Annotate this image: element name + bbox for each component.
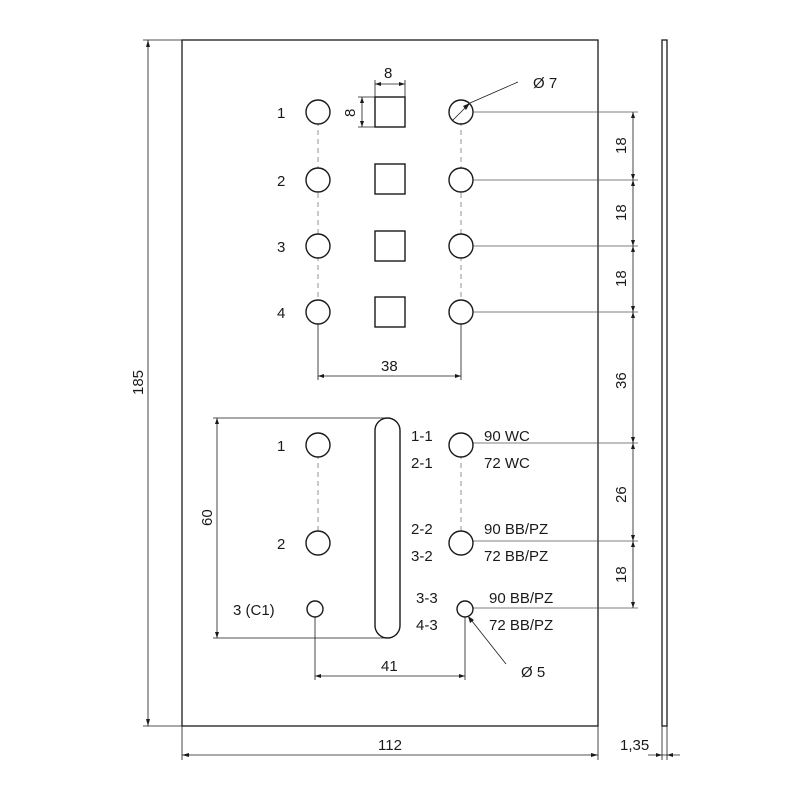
hole-left-row-4 [305, 299, 331, 325]
dia5-leader [467, 615, 507, 665]
arrow [631, 541, 635, 547]
hole-lower-left-1 [305, 432, 331, 458]
arrow [631, 180, 635, 186]
arrow [656, 753, 662, 757]
arrow [146, 719, 150, 726]
arrow [360, 121, 364, 127]
square-width-label: 8 [384, 65, 392, 82]
hole-lower-right-2 [448, 530, 474, 556]
pos2-label-a: 2-2 [411, 521, 433, 538]
hole-left-row-3 [305, 233, 331, 259]
square-row-2 [374, 163, 406, 195]
arrow [631, 112, 635, 118]
arrow [631, 535, 635, 541]
arrow [468, 616, 474, 623]
lower-left-label-3: 3 (C1) [233, 602, 275, 619]
pos2-label-b: 3-2 [411, 548, 433, 565]
dia7-label: Ø 7 [533, 75, 557, 92]
hole-lower-left-3 [306, 600, 324, 618]
lower-spacing-label-1: 26 [613, 486, 630, 503]
pos2-type-b: 72 BB/PZ [484, 548, 548, 565]
hole-right-row-3 [448, 233, 474, 259]
total-height-label: 185 [130, 370, 147, 395]
pos3-label-b: 4-3 [416, 617, 438, 634]
arrow [463, 103, 470, 110]
pos3-type-a: 90 BB/PZ [489, 590, 553, 607]
pos1-label-b: 2-1 [411, 455, 433, 472]
column-spacing-top-label: 38 [381, 358, 398, 375]
arrow [215, 418, 219, 424]
upper-row-label-4: 4 [277, 305, 285, 322]
row-spacing-label-2: 18 [613, 204, 630, 221]
pos3-type-b: 72 BB/PZ [489, 617, 553, 634]
plate-side-view [661, 39, 668, 727]
arrow [591, 753, 598, 757]
dia5-label: Ø 5 [521, 664, 545, 681]
lower-left-label-2: 2 [277, 536, 285, 553]
pos2-type-a: 90 BB/PZ [484, 521, 548, 538]
hole-right-row-2 [448, 167, 474, 193]
right-chain-arrows [631, 112, 635, 608]
arrow [455, 374, 461, 378]
arrow [631, 312, 635, 318]
hole-lower-right-1 [448, 432, 474, 458]
arrow [360, 97, 364, 103]
lower-left-label-1: 1 [277, 438, 285, 455]
row-spacing-label-3: 18 [613, 270, 630, 287]
upper-row-label-2: 2 [277, 173, 285, 190]
vertical-slot [374, 417, 401, 639]
arrow [375, 82, 381, 86]
column-spacing-bottom-label: 41 [381, 658, 398, 675]
arrow [315, 674, 321, 678]
hole-left-row-2 [305, 167, 331, 193]
upper-row-label-3: 3 [277, 239, 285, 256]
arrow [146, 40, 150, 47]
arrow [631, 174, 635, 180]
arrow [631, 443, 635, 449]
total-width-label: 112 [378, 737, 402, 754]
thickness-label: 1,35 [620, 737, 649, 754]
square-height-label: 8 [342, 109, 359, 117]
square-row-4 [374, 296, 406, 328]
pos1-type-b: 72 WC [484, 455, 530, 472]
arrow [215, 632, 219, 638]
hole-lower-left-2 [305, 530, 331, 556]
arrow [459, 674, 465, 678]
gap-to-lower-label: 36 [613, 372, 630, 389]
pos3-label-a: 3-3 [416, 590, 438, 607]
arrow [631, 240, 635, 246]
arrow [631, 246, 635, 252]
arrow [318, 374, 324, 378]
arrow [399, 82, 405, 86]
hole-right-row-4 [448, 299, 474, 325]
arrow [631, 602, 635, 608]
lower-spacing-label-2: 18 [613, 566, 630, 583]
arrow [182, 753, 189, 757]
arrow [667, 753, 673, 757]
hole-lower-right-3 [456, 600, 474, 618]
dia7-leader [469, 81, 519, 104]
arrow [631, 306, 635, 312]
pos1-label-a: 1-1 [411, 428, 433, 445]
square-row-3 [374, 230, 406, 262]
slot-length-label: 60 [199, 509, 216, 526]
upper-row-label-1: 1 [277, 105, 285, 122]
row-spacing-label-1: 18 [613, 137, 630, 154]
arrow [631, 437, 635, 443]
hole-left-row-1 [305, 99, 331, 125]
pos1-type-a: 90 WC [484, 428, 530, 445]
square-row-1 [374, 96, 406, 128]
